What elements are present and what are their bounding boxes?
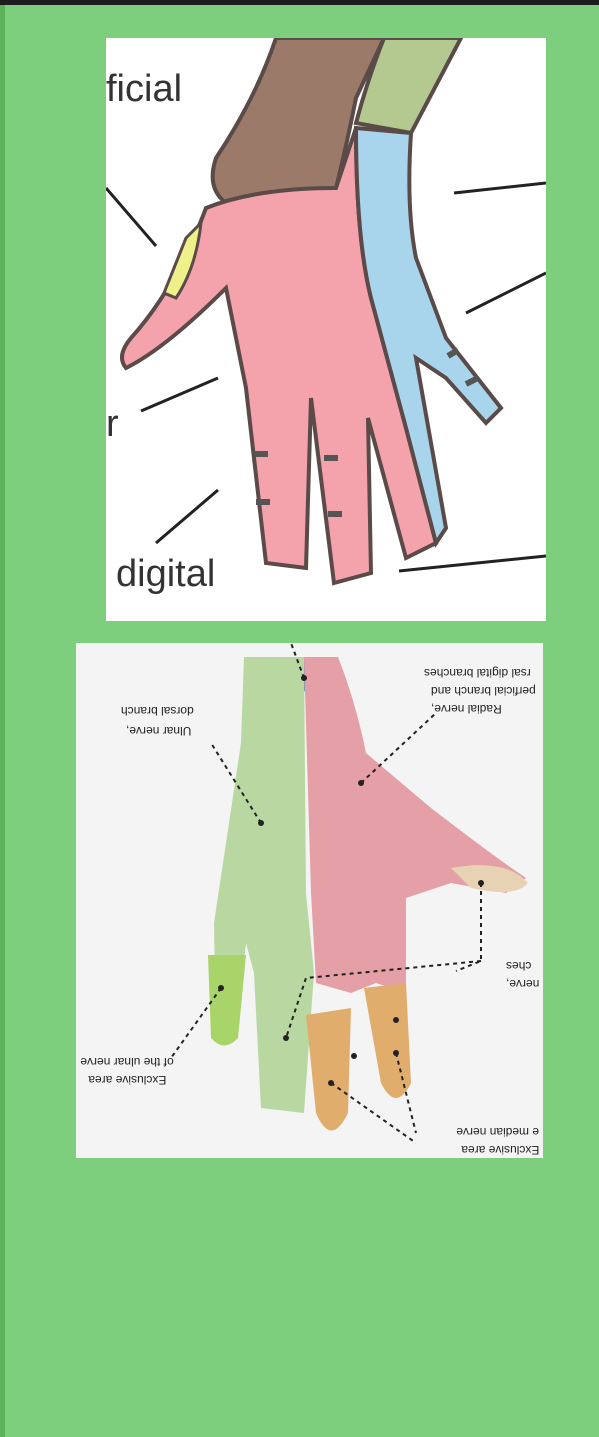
ulnar-exclusive-green [208,955,246,1046]
label-exclusive-ulnar-2: of the ulnar nerve [80,1055,174,1069]
left-edge-strip [0,5,5,1437]
label-r: r [106,403,119,445]
median-finger-2 [364,983,411,1098]
label-radial-2: perficial branch and [431,684,536,698]
label-median-2: ches [506,959,531,973]
label-exclusive-ulnar-1: Exclusive area [88,1073,166,1087]
label-radial-3: rsal digital branches [424,666,531,680]
hand-illustration: ficial r digital [106,38,546,621]
top-status-bar [0,0,599,5]
label-radial-1: Radial nerve, [431,702,502,716]
label-exclusive-median-2: e median nerve [456,1125,539,1139]
hand-nerve-diagram-image: ficial r digital [106,38,546,621]
hand-dermatome-photo: dorsal branch Ulnar nerve, rsal digital … [76,643,543,1158]
hand-dermatome-illustration: dorsal branch Ulnar nerve, rsal digital … [76,643,543,1158]
thumb-tip [451,865,528,892]
label-median-1: nerve, [506,977,539,991]
label-digital: digital [116,553,215,595]
label-ulnar-dorsal-1: dorsal branch [121,704,194,718]
median-finger-1 [306,1008,351,1131]
label-exclusive-median-1: Exclusive area [461,1143,539,1157]
ulnar-green-area [214,657,314,1113]
label-ulnar-dorsal-2: Ulnar nerve, [126,724,191,738]
label-superficial: ficial [106,68,182,110]
